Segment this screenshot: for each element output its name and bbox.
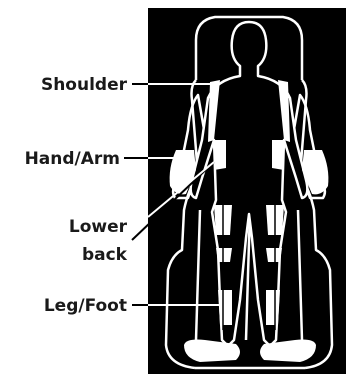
shoulder-label: Shoulder xyxy=(41,75,128,95)
lower-back-label-line2: back xyxy=(82,245,128,265)
knee-zone-left xyxy=(216,248,232,262)
knee-zone-right xyxy=(266,248,282,262)
calf-zone-right xyxy=(266,290,280,325)
lower-back-label-line1: Lower xyxy=(69,217,128,237)
calf-zone-left xyxy=(218,290,232,325)
lower-back-zone-right xyxy=(272,140,284,170)
hand-arm-label: Hand/Arm xyxy=(25,149,120,169)
leg-foot-label: Leg/Foot xyxy=(44,296,127,316)
lower-back-zone-left xyxy=(214,140,226,170)
